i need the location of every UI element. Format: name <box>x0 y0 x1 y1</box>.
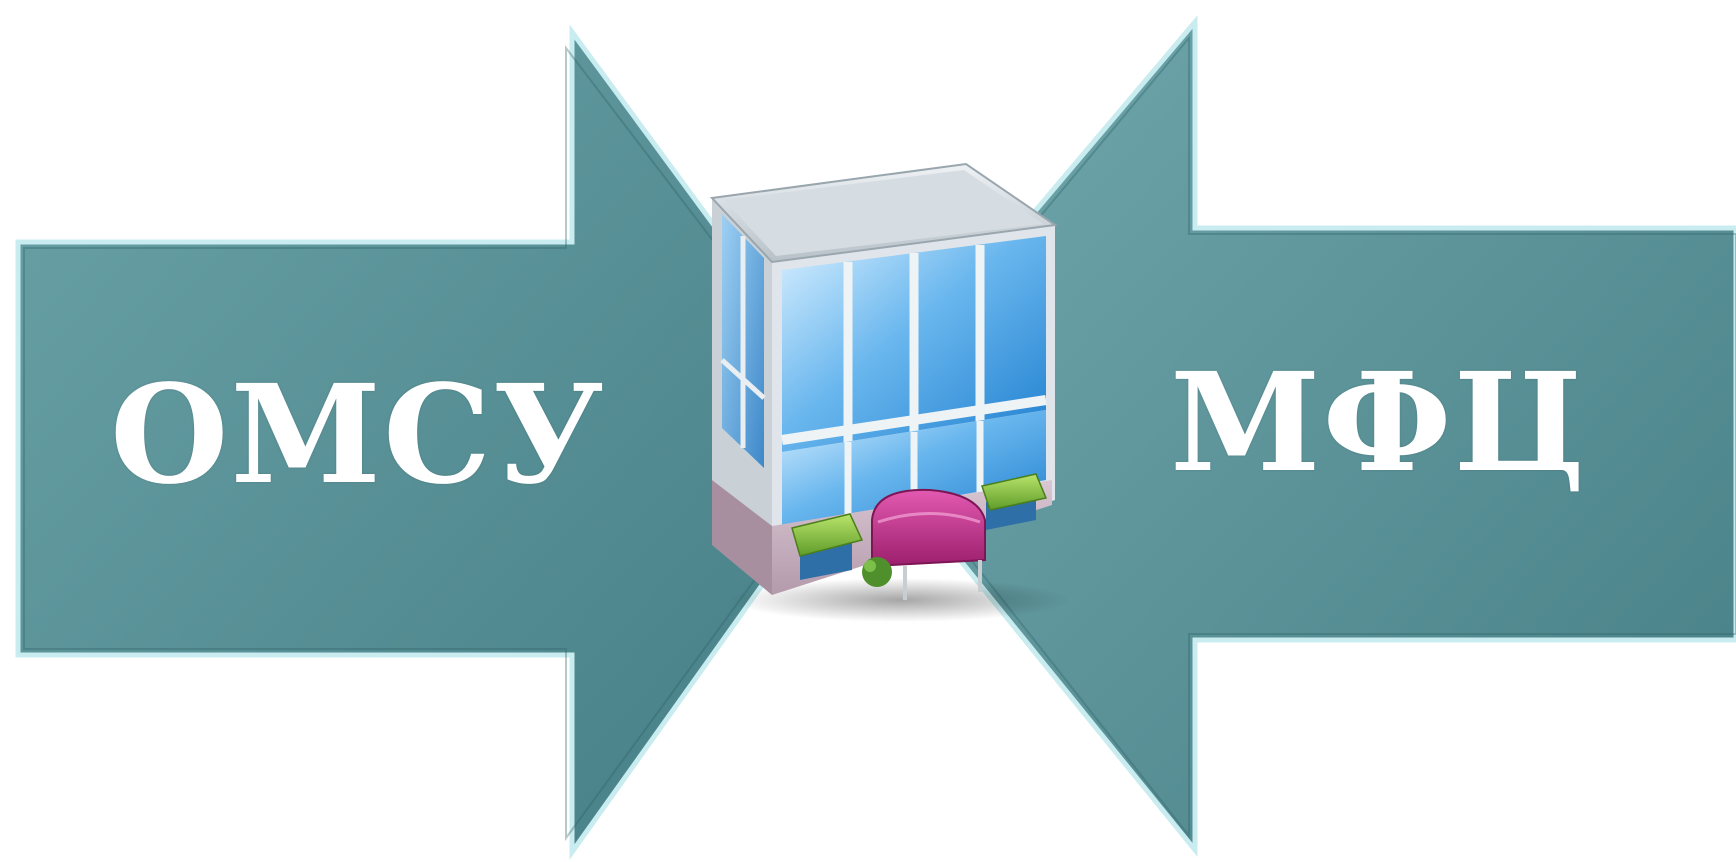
left-arrow-label: ОМСУ <box>110 360 606 510</box>
right-arrow-label: МФЦ <box>1170 348 1587 498</box>
